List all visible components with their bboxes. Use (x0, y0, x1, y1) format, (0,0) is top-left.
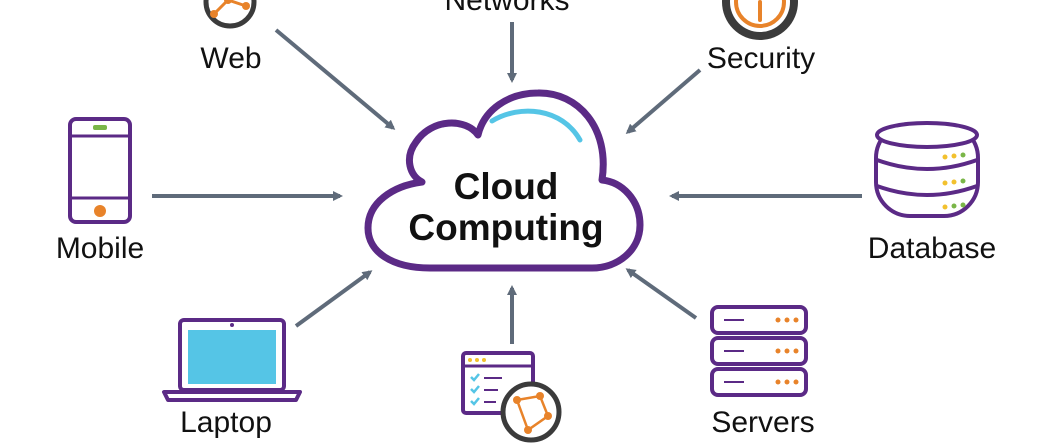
center-title-line1: Cloud (453, 166, 559, 207)
arrows (152, 22, 862, 344)
label-networks: Networks (444, 0, 570, 17)
arrow-laptop (294, 270, 373, 328)
center-title: Cloud Computing (386, 166, 626, 248)
servers-icon (710, 305, 808, 397)
label-database: Database (867, 232, 997, 265)
center-title-line2: Computing (408, 207, 604, 248)
arrow-servers (625, 268, 698, 320)
label-web: Web (200, 42, 262, 75)
browser-window-icon (461, 351, 562, 443)
cloud-icon (364, 89, 644, 272)
database-icon (874, 121, 980, 218)
arrow-security (625, 68, 702, 134)
label-servers: Servers (711, 406, 815, 439)
laptop-icon (162, 318, 302, 402)
globe-icon (203, 0, 257, 29)
label-mobile: Mobile (55, 232, 145, 265)
label-security: Security (706, 42, 816, 75)
shield-icon (722, 0, 798, 40)
label-laptop: Laptop (180, 406, 272, 439)
mobile-phone-icon (68, 117, 132, 224)
arrow-web (274, 28, 396, 130)
